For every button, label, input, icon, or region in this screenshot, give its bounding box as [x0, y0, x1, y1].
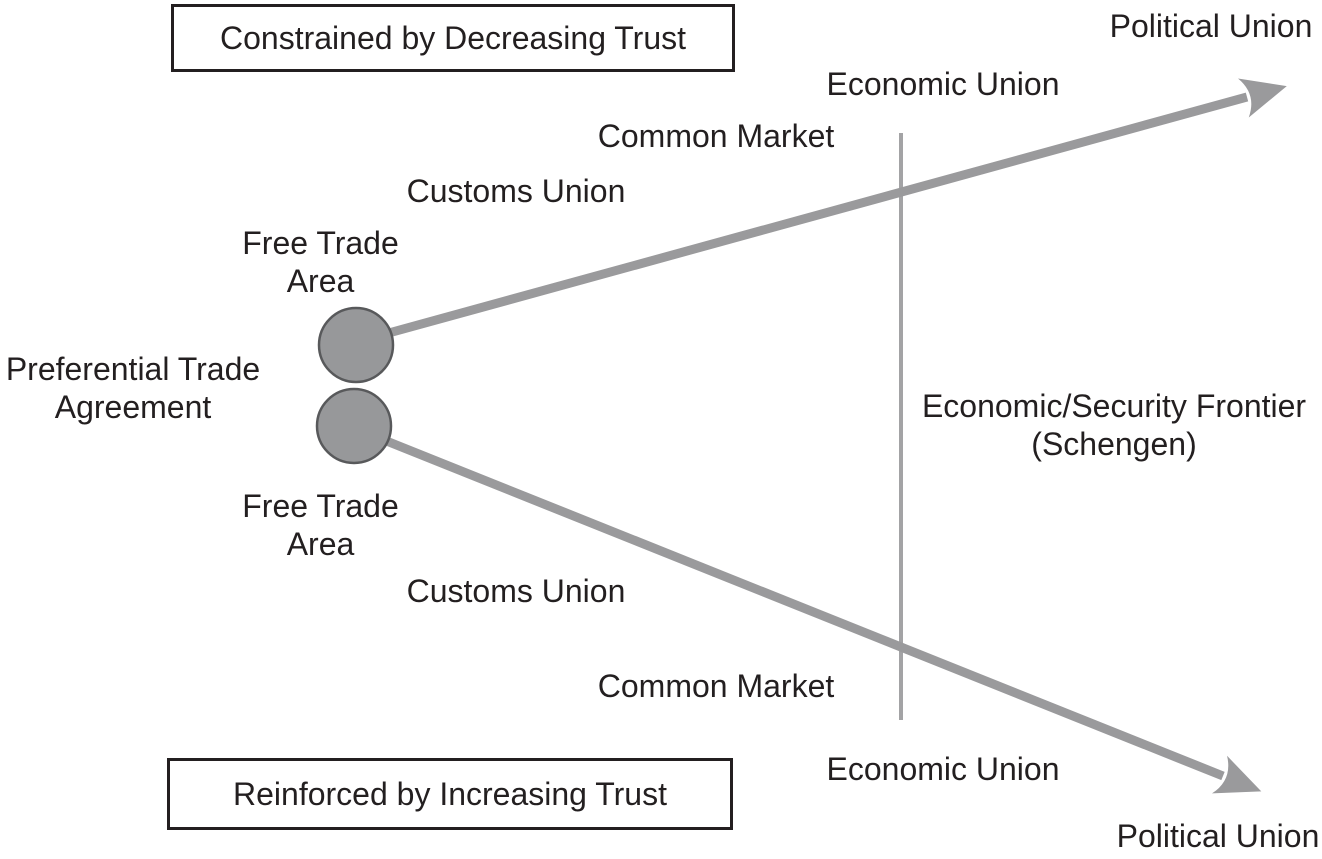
origin-label-line1: Preferential Trade: [5, 351, 261, 387]
label-free-trade-area-upper: Free Trade Area: [242, 225, 399, 300]
label-economic-union-lower: Economic Union: [826, 751, 1060, 787]
label-free-trade-area-lower: Free Trade Area: [242, 488, 399, 563]
upper-trajectory-arrow: [354, 78, 1287, 347]
lower-trajectory-arrow: [352, 423, 1262, 794]
label-economic-security-frontier: Economic/Security Frontier (Schengen): [914, 387, 1314, 463]
reinforced-by-increasing-trust-box: Reinforced by Increasing Trust: [167, 758, 733, 830]
constrained-by-decreasing-trust-box: Constrained by Decreasing Trust: [171, 4, 735, 72]
reinforced-box-label: Reinforced by Increasing Trust: [233, 775, 667, 812]
label-political-union-upper: Political Union: [1109, 8, 1313, 44]
label-customs-union-lower: Customs Union: [406, 573, 626, 609]
constrained-box-label: Constrained by Decreasing Trust: [220, 19, 686, 56]
label-common-market-upper: Common Market: [597, 118, 835, 154]
label-customs-union-upper: Customs Union: [406, 173, 626, 209]
origin-label-line2: Agreement: [54, 389, 212, 426]
label-common-market-lower: Common Market: [597, 668, 835, 704]
lower-node-circle: [315, 387, 393, 465]
label-preferential-trade-agreement: Preferential Trade Agreement: [0, 350, 273, 426]
upper-node-circle: [317, 306, 395, 384]
frontier-label-line1: Economic/Security Frontier: [921, 388, 1307, 424]
label-political-union-lower: Political Union: [1116, 818, 1320, 854]
frontier-label-line2: (Schengen): [1031, 426, 1197, 463]
label-economic-union-upper: Economic Union: [826, 66, 1060, 102]
